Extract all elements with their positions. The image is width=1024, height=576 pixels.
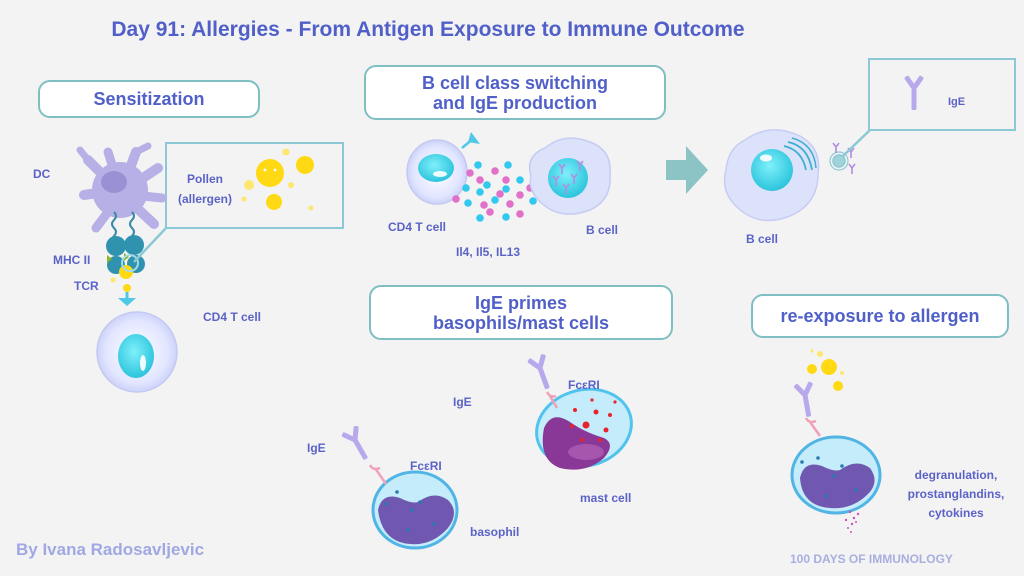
section-class-switching-line1: B cell class switching	[421, 72, 609, 93]
cytokine-dot	[474, 161, 482, 169]
section-priming-line2: basophils/mast cells	[432, 312, 610, 333]
cytokine-dot	[464, 199, 472, 207]
label-tcr: TCR	[74, 279, 99, 293]
cytokine-dot	[476, 214, 484, 222]
cytokine-dot	[491, 167, 499, 175]
cytokine-dot	[516, 191, 524, 199]
basophil-icon	[371, 470, 459, 550]
label-ige-baso: IgE	[307, 441, 326, 455]
label-fceri-baso: FcεRI	[410, 459, 442, 473]
cytokine-dot	[476, 188, 484, 196]
cytokines-icon	[452, 161, 537, 222]
cd4-t-cell-mid-icon	[406, 132, 480, 205]
label-outcome: degranulation, prostanglandins, cytokine…	[896, 466, 1016, 523]
label-basophil: basophil	[470, 525, 520, 539]
cytokine-dot	[496, 190, 504, 198]
mast-ige-antibody-icon	[526, 352, 557, 393]
cd4-t-cell-icon	[96, 311, 178, 393]
label-b-cell-mid: B cell	[586, 223, 619, 237]
b-cell-mid-icon	[528, 137, 611, 215]
cytokine-dot	[483, 181, 491, 189]
cytokine-dot	[462, 184, 470, 192]
label-fceri-mast: FcεRI	[568, 378, 600, 392]
cytokine-dot	[504, 161, 512, 169]
cytokine-dot	[502, 213, 510, 221]
degranulating-basophil-icon	[790, 435, 882, 533]
author-credit: By Ivana Radosavljevic	[16, 540, 205, 559]
ige-callout	[868, 58, 1016, 131]
mhc-tcr-complex-icon	[106, 211, 145, 306]
cytokine-dot	[529, 197, 537, 205]
section-sensitization-label: Sensitization	[93, 89, 205, 109]
label-outcome-line2: prostanglandins,	[907, 487, 1005, 501]
secreted-ige-icon	[829, 129, 871, 175]
cytokine-dot	[506, 200, 514, 208]
pollen-callout	[165, 142, 344, 229]
mast-fceri-receptor-icon	[545, 391, 559, 409]
label-ige-callout: IgE	[948, 96, 966, 108]
cytokine-dot	[491, 196, 499, 204]
arrow-icon	[666, 146, 708, 194]
section-reexposure: re-exposure to allergen	[751, 294, 1009, 338]
ige-antibody-icon	[903, 75, 925, 110]
reexposure-ige-antibody-icon	[792, 380, 819, 419]
reexposure-fceri-receptor-icon	[804, 417, 822, 437]
label-dc: DC	[33, 167, 51, 181]
reexposure-pollen-icon	[807, 349, 844, 391]
dendritic-cell-icon	[76, 142, 167, 233]
basophil-ige-antibody-icon	[339, 423, 375, 465]
label-mast-cell: mast cell	[580, 491, 632, 505]
label-outcome-line1: degranulation,	[914, 468, 998, 482]
label-pollen-line2: (allergen)	[177, 192, 232, 206]
b-cell-right-icon	[723, 129, 820, 222]
section-sensitization: Sensitization	[38, 80, 260, 118]
pollen-icon	[241, 148, 314, 211]
cytokine-dot	[502, 176, 510, 184]
mast-cell-icon	[535, 387, 633, 470]
cytokine-dot	[502, 185, 510, 193]
section-priming-line1: IgE primes	[474, 292, 568, 313]
section-priming: IgE primes basophils/mast cells	[369, 285, 673, 340]
cytokine-dot	[516, 210, 524, 218]
basophil-fceri-receptor-icon	[368, 464, 388, 485]
label-ige-mast: IgE	[453, 395, 472, 409]
cytokine-dot	[466, 169, 474, 177]
label-mhc: MHC II	[53, 253, 91, 267]
cytokine-dot	[476, 176, 484, 184]
label-cd4-left: CD4 T cell	[203, 310, 262, 324]
label-cytokines: Il4, Il5, IL13	[456, 245, 521, 259]
label-b-cell-right: B cell	[746, 232, 779, 246]
label-pollen-line1: Pollen	[186, 172, 223, 186]
label-cd4-mid: CD4 T cell	[388, 220, 447, 234]
page-title: Day 91: Allergies - From Antigen Exposur…	[111, 18, 745, 41]
pollen-callout-pointer	[133, 227, 167, 263]
series-brand: 100 DAYS OF IMMUNOLOGY	[790, 552, 953, 566]
label-pollen: Pollen (allergen)	[170, 169, 240, 209]
cytokine-dot	[452, 195, 460, 203]
section-class-switching-line2: and IgE production	[433, 92, 597, 113]
cytokine-dot	[480, 201, 488, 209]
section-reexposure-label: re-exposure to allergen	[780, 306, 980, 326]
cytokine-dot	[516, 176, 524, 184]
label-outcome-line3: cytokines	[928, 506, 984, 520]
cytokine-dot	[486, 208, 494, 216]
section-class-switching: B cell class switching and IgE productio…	[364, 65, 666, 120]
